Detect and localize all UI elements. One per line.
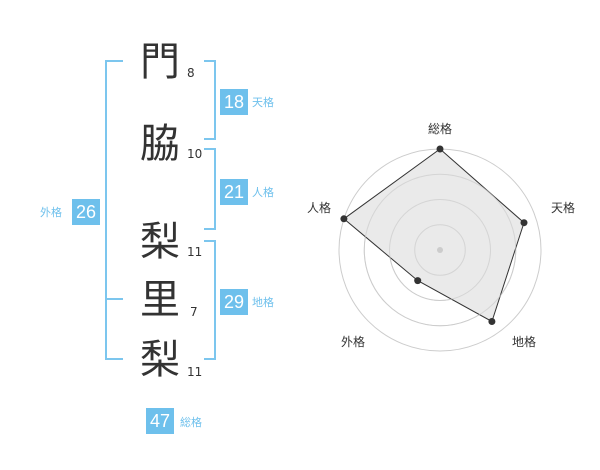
radar-axis-label-tenkaku: 天格 <box>551 201 576 215</box>
stroke-count-1: 8 <box>187 66 195 80</box>
stroke-count-4: 7 <box>190 305 198 319</box>
radar-ring-overlay-1 <box>414 224 466 276</box>
name-char-5: 梨 <box>140 337 180 383</box>
radar-point-1 <box>520 219 528 227</box>
soukaku-label: 総格 <box>180 416 202 429</box>
chikaku-value-badge: 29 <box>220 289 249 315</box>
gaikaku-bracket <box>105 60 123 360</box>
stroke-count-5: 11 <box>187 365 203 379</box>
soukaku-value-badge: 47 <box>146 408 175 434</box>
radar-point-0 <box>436 145 444 153</box>
radar-axis-label-chikaku: 地格 <box>512 335 537 349</box>
radar-ring-overlay-2 <box>389 199 491 301</box>
radar-center-dot <box>437 247 443 253</box>
name-char-4: 里 <box>140 277 180 323</box>
radar-axis-label-soukaku: 総格 <box>428 122 453 136</box>
gaikaku-label: 外格 <box>40 206 62 219</box>
stroke-count-3: 11 <box>187 245 203 259</box>
radar-point-4 <box>340 215 348 223</box>
gaikaku-value-badge: 26 <box>72 199 101 225</box>
jinkaku-label: 人格 <box>252 186 274 199</box>
radar-axis-label-gaikaku: 外格 <box>341 335 366 349</box>
chikaku-bracket <box>204 240 216 360</box>
stroke-count-2: 10 <box>187 147 203 161</box>
radar-axis-label-jinkaku: 人格 <box>307 201 332 215</box>
radar-point-3 <box>414 277 422 285</box>
chikaku-label: 地格 <box>252 296 274 309</box>
tenkaku-value-badge: 18 <box>220 89 249 115</box>
gaikaku-bracket-divider <box>105 298 123 300</box>
jinkaku-bracket <box>204 148 216 230</box>
jinkaku-value-badge: 21 <box>220 179 249 205</box>
radar-ring-overlay-3 <box>363 173 517 327</box>
name-char-3: 梨 <box>140 219 180 265</box>
name-char-1: 門 <box>140 39 180 85</box>
radar-area <box>343 148 525 323</box>
tenkaku-label: 天格 <box>252 96 274 109</box>
name-char-2: 脇 <box>140 121 180 167</box>
tenkaku-bracket <box>204 60 216 140</box>
radar-point-2 <box>488 318 496 325</box>
